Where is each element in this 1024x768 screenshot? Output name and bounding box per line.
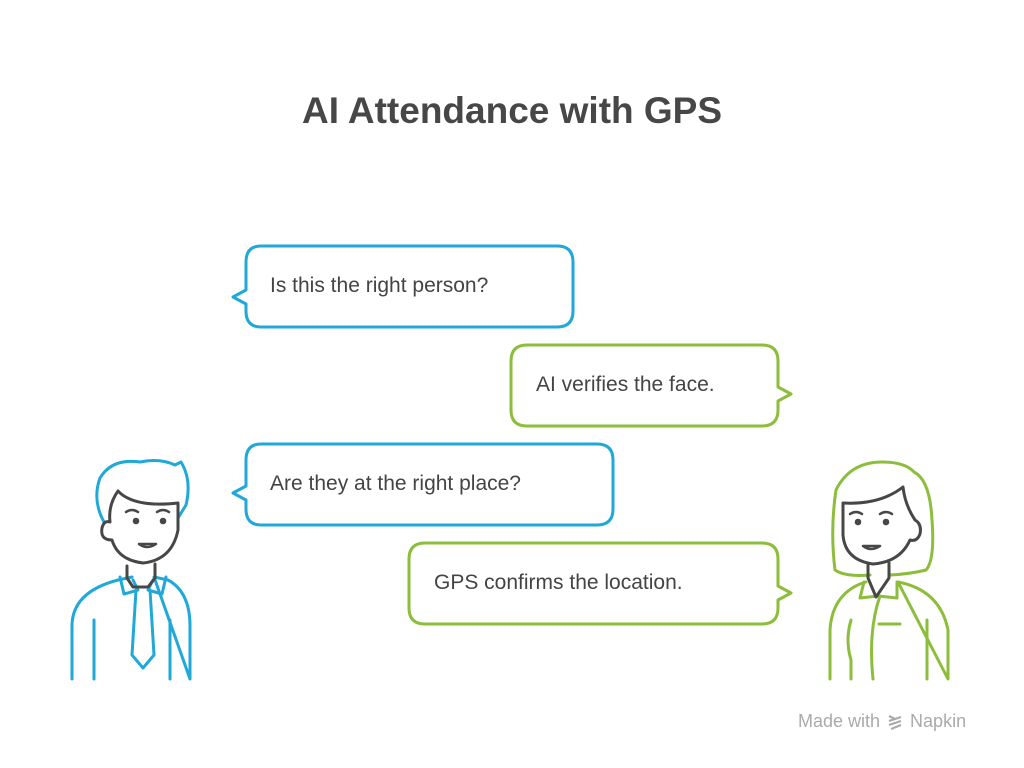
speech-bubble-2 [509,343,793,428]
napkin-watermark: Made with Napkin [798,711,966,732]
bubble-text-2: AI verifies the face. [536,373,715,396]
made-with-label: Made with [798,711,881,731]
napkin-logo-icon [888,714,902,730]
diagram-title: AI Attendance with GPS [301,90,723,131]
bubble-text-3: Are they at the right place? [270,472,521,495]
speech-bubble-4 [407,541,793,626]
man-avatar-icon [70,459,192,681]
brand-label: Napkin [910,711,967,731]
woman-avatar-icon [828,460,950,681]
speech-bubble-3 [231,442,615,527]
bubble-text-1: Is this the right person? [270,274,489,297]
bubble-text-4: GPS confirms the location. [434,571,683,594]
speech-bubble-1 [231,244,575,329]
